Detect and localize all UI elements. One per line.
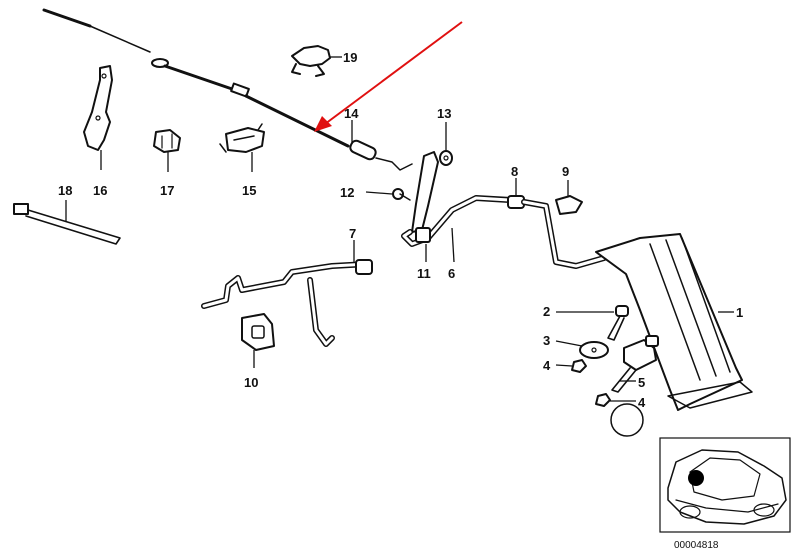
highlight-arrow bbox=[314, 21, 463, 132]
part-lever-rod-6 bbox=[401, 151, 607, 269]
callout-4-lower: 4 bbox=[638, 395, 646, 410]
part-clip-9 bbox=[555, 195, 583, 215]
reference-number: 00004818 bbox=[674, 540, 719, 551]
part-cable-14 bbox=[42, 8, 413, 171]
vehicle-location-inset bbox=[659, 437, 791, 533]
callout-6: 6 bbox=[448, 266, 455, 281]
part-cap bbox=[610, 403, 644, 437]
callout-19: 19 bbox=[343, 50, 357, 65]
callout-2: 2 bbox=[543, 304, 550, 319]
part-nut-4b bbox=[595, 393, 611, 407]
part-holder-15 bbox=[219, 123, 265, 153]
callout-4-upper: 4 bbox=[543, 358, 551, 373]
callout-17: 17 bbox=[160, 183, 174, 198]
part-bushing-10 bbox=[241, 313, 275, 351]
callout-3: 3 bbox=[543, 333, 550, 348]
callout-8: 8 bbox=[511, 164, 518, 179]
callout-14: 14 bbox=[344, 106, 359, 121]
part-washer-3 bbox=[579, 341, 609, 359]
callout-7: 7 bbox=[349, 226, 356, 241]
part-nut-13 bbox=[439, 150, 453, 166]
callout-15: 15 bbox=[242, 183, 256, 198]
callout-10: 10 bbox=[244, 375, 258, 390]
part-clip-17 bbox=[153, 129, 181, 153]
callout-5: 5 bbox=[638, 375, 645, 390]
part-screw-2 bbox=[607, 305, 629, 341]
callout-1: 1 bbox=[736, 305, 743, 320]
callout-16: 16 bbox=[93, 183, 107, 198]
callout-9: 9 bbox=[562, 164, 569, 179]
callout-18: 18 bbox=[58, 183, 72, 198]
callout-11: 11 bbox=[417, 266, 431, 281]
part-pedal-1 bbox=[595, 233, 753, 411]
part-bracket-16 bbox=[83, 65, 113, 151]
part-clip-19 bbox=[291, 45, 331, 77]
callout-13: 13 bbox=[437, 106, 451, 121]
part-shaft-7 bbox=[201, 259, 373, 347]
part-stop-5 bbox=[611, 335, 659, 393]
part-pin-12 bbox=[392, 188, 411, 201]
location-marker bbox=[688, 470, 704, 486]
callout-12: 12 bbox=[340, 185, 354, 200]
part-cable-tie-18 bbox=[13, 203, 121, 245]
part-nut-4a bbox=[571, 359, 587, 373]
